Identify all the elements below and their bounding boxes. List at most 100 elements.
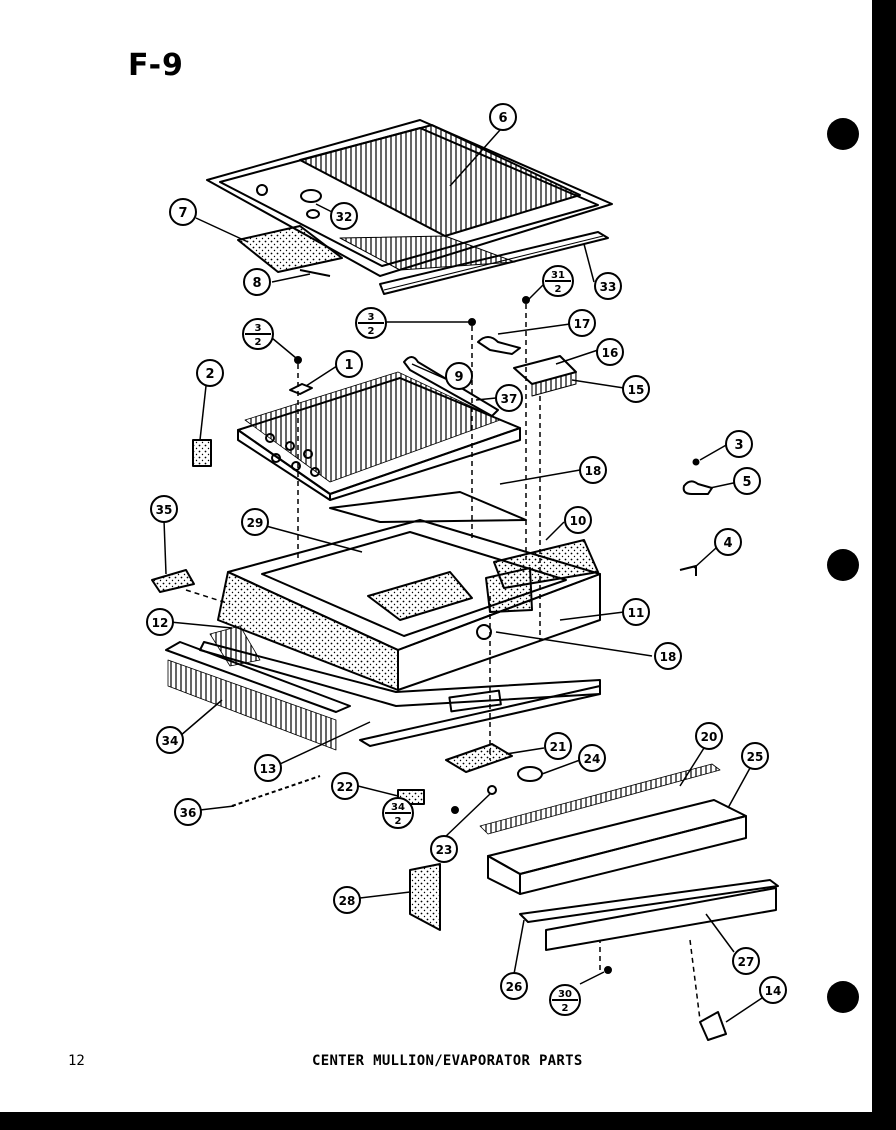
svg-text:16: 16 [602, 346, 619, 360]
callout-17: 17 [568, 309, 596, 337]
svg-text:10: 10 [570, 514, 587, 528]
callout-22: 22 [331, 772, 359, 800]
svg-text:33: 33 [600, 280, 617, 294]
svg-text:21: 21 [550, 740, 567, 754]
svg-text:34: 34 [391, 802, 405, 813]
callout-35: 35 [150, 495, 178, 523]
part-34-rail [165, 641, 351, 751]
svg-text:8: 8 [252, 276, 261, 291]
svg-text:13: 13 [260, 762, 277, 776]
callout-15: 15 [622, 375, 650, 403]
callout-3-2-left: 32 [242, 318, 274, 350]
callout-7: 7 [169, 198, 197, 226]
svg-text:2: 2 [205, 367, 214, 382]
svg-text:20: 20 [701, 730, 718, 744]
callout-24: 24 [578, 744, 606, 772]
svg-text:3: 3 [255, 323, 262, 334]
callout-20: 20 [695, 722, 723, 750]
svg-text:35: 35 [156, 503, 173, 517]
callout-36: 36 [174, 798, 202, 826]
callout-27: 27 [732, 947, 760, 975]
svg-text:34: 34 [162, 734, 179, 748]
callout-29: 29 [241, 508, 269, 536]
part-7-bracket [237, 225, 343, 277]
callout-16: 16 [596, 338, 624, 366]
page-number: 12 [68, 1053, 85, 1069]
callout-21: 21 [544, 732, 572, 760]
svg-text:36: 36 [180, 806, 197, 820]
svg-text:2: 2 [555, 284, 562, 295]
mullion-housing [217, 519, 601, 691]
callout-34: 34 [156, 726, 184, 754]
svg-text:28: 28 [339, 894, 356, 908]
callout-18-top: 18 [579, 456, 607, 484]
callout-3-2-center: 32 [355, 307, 387, 339]
callout-26: 26 [500, 972, 528, 1000]
callout-8: 8 [243, 268, 271, 296]
callout-6: 6 [489, 103, 517, 131]
callout-28: 28 [333, 886, 361, 914]
callout-2: 2 [196, 359, 224, 387]
callout-31-2: 312 [542, 265, 574, 297]
scan-edge-bottom [0, 1112, 896, 1130]
svg-text:26: 26 [506, 980, 523, 994]
callout-34-2: 342 [382, 797, 414, 829]
svg-text:30: 30 [558, 989, 572, 1000]
svg-text:17: 17 [574, 317, 591, 331]
svg-text:2: 2 [255, 337, 262, 348]
svg-text:25: 25 [747, 750, 764, 764]
svg-text:6: 6 [498, 111, 507, 126]
page-caption: CENTER MULLION/EVAPORATOR PARTS [312, 1053, 583, 1069]
svg-text:22: 22 [337, 780, 354, 794]
svg-text:7: 7 [178, 206, 187, 221]
part-33-trim [379, 231, 609, 295]
callout-3: 3 [725, 430, 753, 458]
part-16-block [513, 355, 577, 397]
binder-hole-top [827, 118, 859, 150]
callout-30-2: 302 [549, 984, 581, 1016]
callout-13: 13 [254, 754, 282, 782]
figure-id: F-9 [128, 48, 184, 83]
callout-5: 5 [733, 467, 761, 495]
drawing-lines [151, 119, 779, 1041]
svg-text:12: 12 [152, 616, 169, 630]
svg-text:2: 2 [395, 816, 402, 827]
callout-10: 10 [564, 506, 592, 534]
callout-25: 25 [741, 742, 769, 770]
svg-text:3: 3 [368, 312, 375, 323]
binder-hole-middle [827, 549, 859, 581]
svg-text:24: 24 [584, 752, 601, 766]
svg-text:5: 5 [742, 475, 751, 490]
callouts: 6 7 32 8 312 33 32 32 17 16 2 1 9 37 15 … [146, 103, 787, 1016]
callout-37: 37 [495, 384, 523, 412]
binder-hole-bottom [827, 981, 859, 1013]
svg-text:18: 18 [660, 650, 677, 664]
svg-text:15: 15 [628, 383, 645, 397]
part-27-strip [519, 879, 779, 951]
svg-text:1: 1 [344, 358, 353, 373]
svg-text:18: 18 [585, 464, 602, 478]
part-25-tray [487, 799, 747, 895]
callout-11: 11 [622, 598, 650, 626]
callout-18-bottom: 18 [654, 642, 682, 670]
svg-text:37: 37 [501, 392, 518, 406]
scan-edge-right [872, 0, 896, 1130]
svg-text:11: 11 [628, 606, 645, 620]
svg-text:14: 14 [765, 984, 782, 998]
svg-text:9: 9 [454, 370, 463, 385]
svg-text:32: 32 [336, 210, 353, 224]
part-9-evaporator [237, 356, 521, 501]
callout-14: 14 [759, 976, 787, 1004]
svg-text:29: 29 [247, 516, 264, 530]
svg-text:27: 27 [738, 955, 755, 969]
callout-9: 9 [445, 362, 473, 390]
callout-12: 12 [146, 608, 174, 636]
callout-23: 23 [430, 835, 458, 863]
callout-4: 4 [714, 528, 742, 556]
svg-text:4: 4 [723, 536, 732, 551]
part-13-base [199, 625, 601, 747]
callout-32: 32 [330, 202, 358, 230]
svg-text:23: 23 [436, 843, 453, 857]
